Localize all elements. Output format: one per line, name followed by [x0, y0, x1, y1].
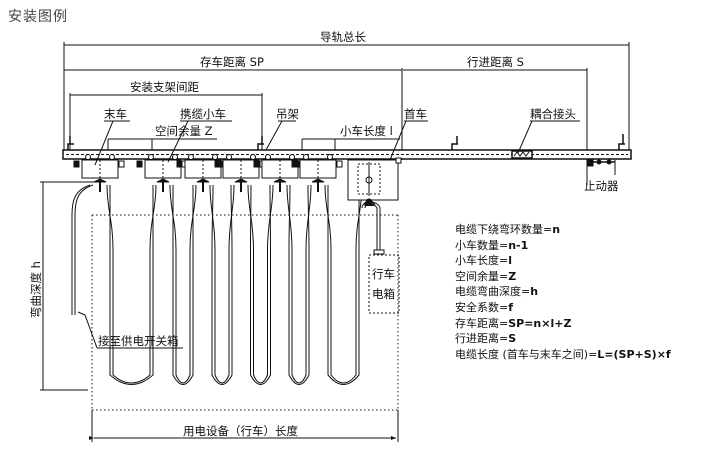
cable-trolley-label: 携缆小车: [180, 107, 226, 121]
head-car: [347, 157, 402, 206]
travel-distance-dimension: [403, 68, 588, 185]
rail-total-dimension: [63, 42, 630, 150]
storage-distance-label: 存车距离 SP: [200, 55, 264, 69]
legend-item: 空间余量=Z: [455, 269, 517, 283]
callout-leaders: [77, 120, 580, 349]
equipment-length-dimension: [89, 410, 399, 442]
end-car-label: 末车: [104, 107, 127, 121]
head-car-label: 首车: [404, 107, 427, 121]
legend-item: 电缆下绕弯环数量=n: [455, 223, 561, 236]
cable-loop: [286, 184, 312, 384]
equipment-length-label: 用电设备（行车）长度: [183, 424, 298, 438]
legend-item: 行进距离=S: [455, 332, 517, 346]
supply-cable: [71, 184, 91, 315]
crane-cable: [361, 200, 385, 255]
trolley-length-label: 小车长度 l: [340, 124, 393, 138]
equipment-outline: [91, 214, 399, 411]
supply-cable: [74, 184, 94, 315]
legend-item: 安全系数=f: [455, 300, 514, 314]
cable-loop: [106, 184, 157, 384]
stopper-label: 止动器: [584, 179, 619, 193]
cable-loop: [209, 184, 235, 384]
legend-item: 存车距离=SP=n×l+Z: [455, 316, 572, 330]
legend-item: 小车长度=l: [455, 254, 512, 268]
cable-loops: [71, 184, 363, 385]
end-car: [73, 154, 125, 192]
cable-trolley: [214, 154, 266, 192]
cable-trolley: [136, 154, 188, 192]
travel-distance-label: 行进距离 S: [467, 55, 524, 69]
formula-legend: 电缆下绕弯环数量=n 小车数量=n-1 小车长度=l 空间余量=Z 电缆弯曲深度…: [455, 222, 671, 362]
rail-total-label: 导轨总长: [320, 30, 366, 44]
cable-loop: [247, 184, 274, 384]
stopper: [586, 159, 616, 175]
bend-depth-dimension: [40, 181, 95, 391]
space-margin-label: 空间余量 Z: [155, 124, 213, 138]
rail: [62, 149, 632, 160]
bracket-spacing-dimension: [69, 93, 263, 150]
crane-box-label-2: 电箱: [372, 287, 395, 301]
cable-trolley: [176, 154, 228, 192]
supply-box-label: 接至供电开关箱: [98, 334, 179, 348]
storage-distance-dimension: [64, 68, 403, 160]
cable-loop: [324, 184, 363, 384]
hanger-brackets: [67, 134, 625, 159]
cable-loop: [169, 184, 197, 384]
cable-trolley: [253, 154, 305, 192]
bend-depth-label: 弯曲深度 h: [29, 261, 43, 318]
trolley-group: [73, 154, 343, 192]
hanger-label: 吊架: [276, 107, 299, 121]
legend-item: 电缆弯曲深度=h: [455, 285, 539, 299]
page-title: 安装图例: [8, 9, 68, 25]
coupling-label: 耦合接头: [530, 107, 576, 121]
crane-electrical-box: [368, 254, 400, 314]
legend-item: 电缆长度 (首车与末车之间)=L=(SP+S)×f: [455, 347, 671, 361]
crane-box-label-1: 行车: [372, 267, 395, 281]
legend-item: 小车数量=n-1: [455, 238, 529, 252]
cable-trolley: [291, 154, 343, 192]
bracket-spacing-label: 安装支架间距: [130, 80, 199, 94]
